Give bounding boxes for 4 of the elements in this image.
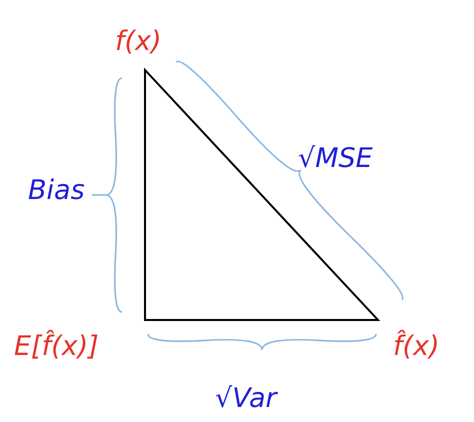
quantity-label: √Var (215, 385, 277, 412)
quantity-label: Bias (28, 177, 85, 204)
quantity-label: √MSE (298, 145, 373, 172)
vertex-label: f(x) (115, 28, 162, 55)
